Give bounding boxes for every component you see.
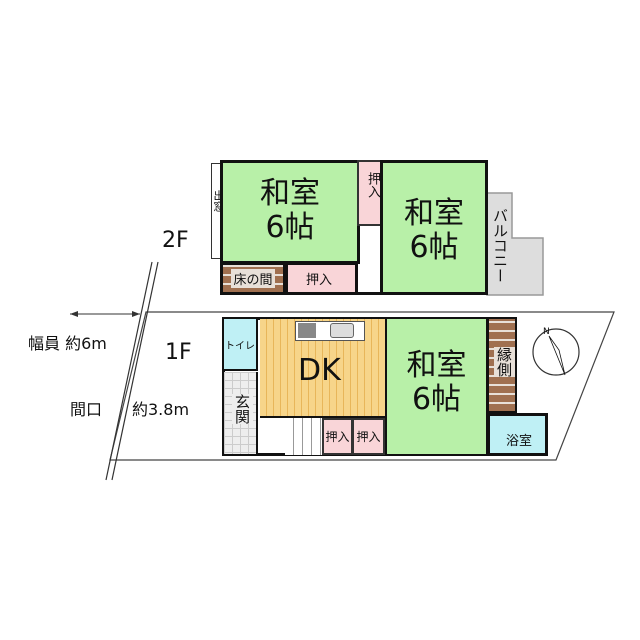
floor2-label: 2F [162,228,189,253]
closet-1f-1: 押入 [322,418,353,455]
frontage-value: 約3.8m [132,400,190,419]
hall-2f [357,225,382,295]
north-label: N [543,327,550,337]
toilet: トイレ [224,319,258,371]
frontage-label: 間口 [70,400,103,419]
engawa: 縁側 [487,317,517,413]
stairs [285,418,323,455]
dining-kitchen: DK [260,319,385,418]
tokonoma: 床の間 [220,262,286,295]
road-width: 幅員 約6m [28,334,107,353]
sink-icon [330,323,354,338]
entrance: 玄関 [224,372,258,454]
balcony-label: バルコニー [491,208,509,283]
closet-2f-bottom: 押入 [285,262,358,295]
closet-2f-top: 押入 [357,160,382,226]
closet-1f-2: 押入 [352,418,385,455]
stove-icon [298,323,316,338]
floor1-label: 1F [165,340,192,365]
bathroom: 浴室 [487,413,548,456]
